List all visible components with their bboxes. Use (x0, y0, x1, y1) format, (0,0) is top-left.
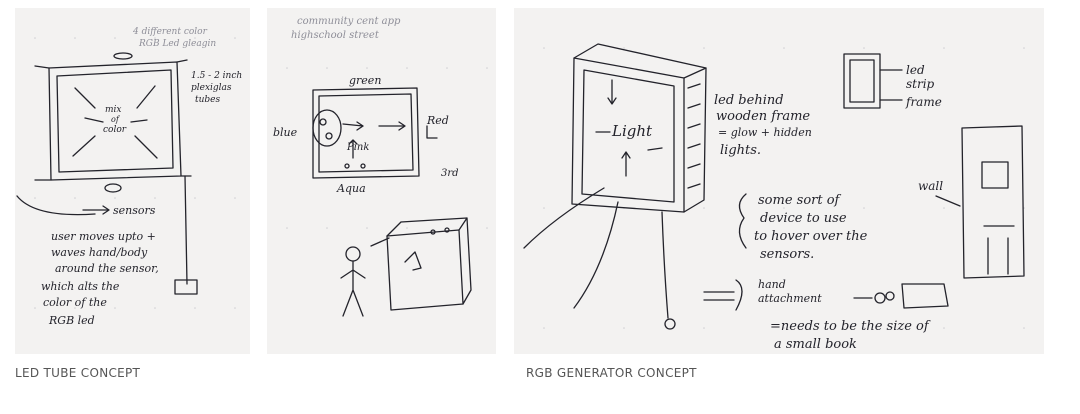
device-note-line-4: sensors. (760, 247, 814, 262)
led-note-line-3: = glow + hidden (718, 126, 812, 139)
size-note-line-2: a small book (774, 337, 857, 352)
note-plexiglas: plexiglas (191, 83, 232, 93)
note-tube-size: 1.5 - 2 inch (191, 71, 242, 81)
label-green: green (349, 74, 381, 87)
device-note-line-3: to hover over the (754, 229, 868, 244)
label-third: 3rd (441, 168, 459, 179)
desc-line-3: around the sensor, (55, 262, 159, 275)
device-note-line-1: some sort of (758, 193, 842, 208)
top-note-line-1: community cent app (297, 16, 401, 27)
led-note-line-2: wooden frame (716, 109, 810, 124)
label-aqua: Aqua (336, 182, 366, 195)
label-wall: wall (918, 179, 943, 193)
desc-line-1: user moves upto + (51, 230, 156, 243)
rgb-generator-sketch: Light led behind wooden frame = glow + h… (514, 8, 1044, 354)
led-note-line-1: led behind (714, 93, 784, 108)
center-color: color (103, 125, 127, 135)
hand-note-line-2: attachment (758, 292, 822, 305)
desc-line-2: waves hand/body (51, 246, 148, 259)
led-note-line-4: lights. (720, 143, 761, 158)
led-tube-sketch-drawing: 4 different color RGB Led gleagin 1.5 - … (15, 8, 250, 354)
top-note-line-2: highschool street (291, 30, 380, 41)
label-pink: Pink (346, 142, 369, 153)
led-tube-concept-sketch: 4 different color RGB Led gleagin 1.5 - … (15, 8, 250, 354)
caption-led-tube-concept: LED TUBE CONCEPT (15, 366, 141, 380)
label-sensors: sensors (113, 204, 156, 217)
size-note-line-1: =needs to be the size of (770, 319, 931, 334)
strip-label-frame: frame (905, 95, 942, 109)
center-mix: mix (105, 105, 122, 115)
desc-line-6: RGB led (48, 314, 95, 327)
label-light: Light (611, 122, 653, 140)
note-rgb-led: RGB Led gleagin (138, 39, 216, 49)
device-note-line-2: device to use (760, 211, 847, 226)
label-blue: blue (273, 126, 298, 139)
note-four-colors: 4 different color (132, 27, 208, 37)
desc-line-4: which alts the (41, 280, 120, 293)
center-of: of (111, 115, 121, 124)
strip-label-led: led (906, 63, 925, 77)
community-center-sketch: community cent app highschool street gre… (267, 8, 496, 354)
label-red: Red (426, 114, 449, 127)
note-tubes: tubes (195, 95, 221, 105)
hand-note-line-1: hand (758, 278, 786, 291)
desc-line-5: color of the (43, 296, 107, 309)
caption-rgb-generator-concept: RGB GENERATOR CONCEPT (526, 366, 697, 380)
strip-label-strip: strip (906, 77, 935, 91)
community-center-sketch-drawing: community cent app highschool street gre… (267, 8, 496, 354)
rgb-generator-sketch-drawing: Light led behind wooden frame = glow + h… (514, 8, 1044, 354)
